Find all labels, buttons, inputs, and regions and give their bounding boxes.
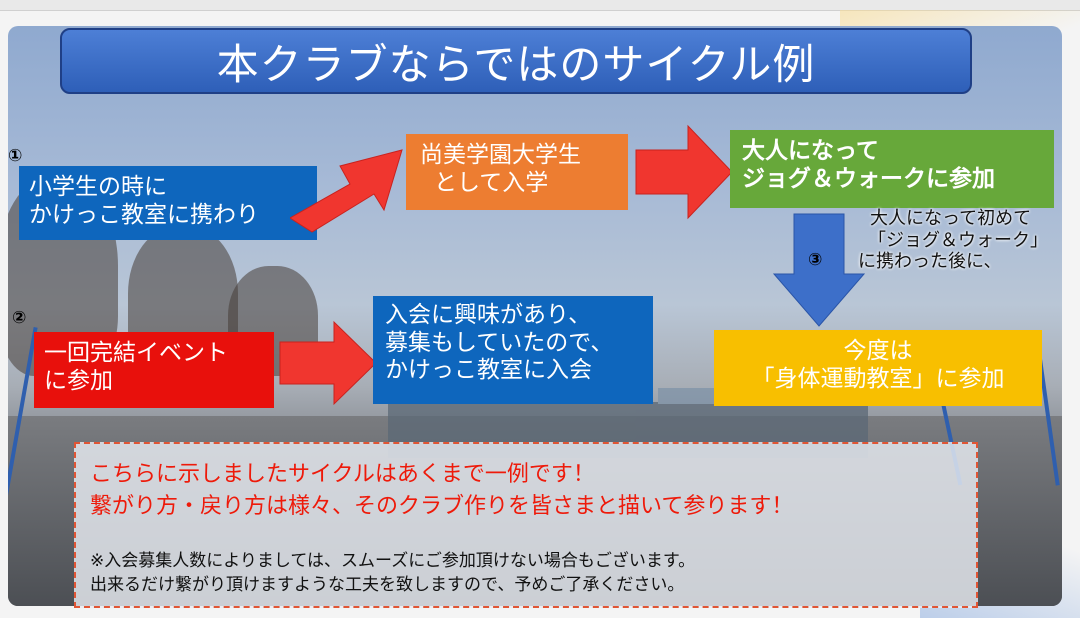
path1-step2-line1: 尚美学園大学生: [420, 142, 581, 168]
step-number-1: ①: [8, 146, 23, 166]
path2-step2-box: 入会に興味があり、 募集もしていたので、 かけっこ教室に入会: [373, 296, 653, 404]
notice-small-line2: 出来るだけ繋がり頂けますような工夫を致しますので、予めご了承ください。: [90, 575, 685, 595]
path1-step2-box: 尚美学園大学生 として入学: [406, 134, 628, 210]
path3-note: 大人になって初めて 「ジョグ＆ウォーク」 に携わった後に、: [858, 208, 1058, 273]
path3-note-line3: に携わった後に、: [858, 251, 1002, 273]
path3-result-line1: 今度は: [843, 338, 913, 364]
arrow-to-adult: [635, 124, 733, 220]
arrow-down-to-class: [772, 213, 866, 327]
notice-line1: こちらに示しましたサイクルはあくまで一例です！: [90, 462, 595, 487]
step-number-2: ②: [12, 308, 27, 328]
path1-step3-box: 大人になって ジョグ＆ウォークに参加: [730, 130, 1054, 208]
path3-result-box: 今度は 「身体運動教室」に参加: [714, 330, 1042, 406]
path1-step1-box: 小学生の時に かけっこ教室に携わり: [19, 166, 317, 240]
path2-step1-box: 一回完結イベント に参加: [34, 332, 274, 408]
page-title: 本クラブならではのサイクル例: [60, 28, 972, 94]
arrow-to-membership: [279, 320, 377, 406]
path3-note-line1: 大人になって初めて: [870, 208, 1032, 229]
path1-step1-line2: かけっこ教室に携わり: [29, 201, 259, 228]
notice-small-line1: ※入会募集人数によりましては、スムーズにご参加頂けない場合もございます。: [90, 551, 696, 571]
step-number-3: ③: [808, 250, 823, 270]
path3-note-line2: 「ジョグ＆ウォーク」: [868, 229, 1048, 251]
path2-step1-line1: 一回完結イベント: [44, 340, 228, 366]
notice-line2: 繋がり方・戻り方は様々、そのクラブ作りを皆さまと描いて参ります！: [90, 494, 794, 519]
path2-step2-line1: 入会に興味があり、: [385, 302, 592, 328]
path1-step3-line2: ジョグ＆ウォークに参加: [742, 165, 995, 192]
window-top-bar: [0, 0, 1080, 11]
path1-step1-line1: 小学生の時に: [29, 174, 167, 200]
path2-step2-line3: かけっこ教室に入会: [385, 357, 592, 384]
path1-step2-line2: として入学: [434, 169, 549, 196]
arrow-to-university: [290, 149, 403, 233]
path2-step2-line2: 募集もしていたので、: [385, 329, 614, 356]
path3-result-line2: 「身体運動教室」に参加: [751, 365, 1005, 392]
path2-step1-line2: に参加: [44, 367, 113, 394]
notice-box: こちらに示しましたサイクルはあくまで一例です！ 繋がり方・戻り方は様々、そのクラ…: [74, 442, 978, 608]
path1-step3-line1: 大人になって: [742, 138, 879, 164]
